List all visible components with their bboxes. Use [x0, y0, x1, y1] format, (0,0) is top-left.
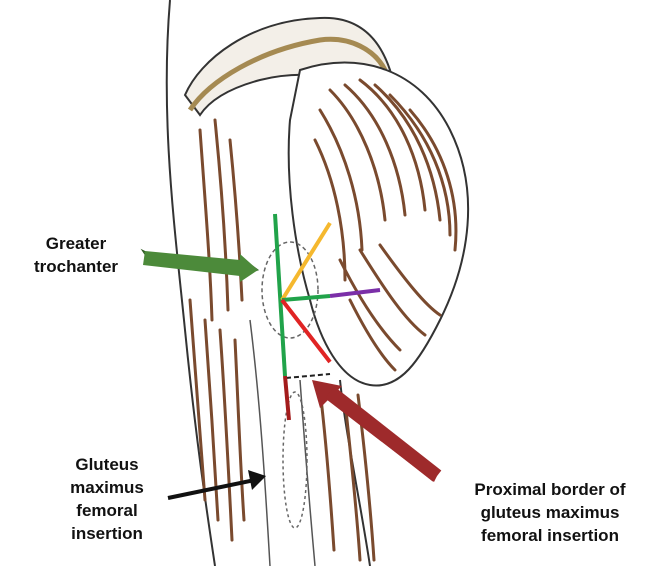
proximal-border-label: Proximal border of gluteus maximus femor… [455, 478, 645, 547]
greater-trochanter-label: Greater trochanter [26, 232, 126, 278]
green-arrow [142, 250, 258, 282]
proximal-border-dashed-line [286, 374, 330, 378]
gluteus-maximus-muscle [289, 63, 468, 386]
red-arrow [312, 380, 440, 482]
gluteus-insertion-label: Gluteus maximus femoral insertion [52, 453, 162, 545]
